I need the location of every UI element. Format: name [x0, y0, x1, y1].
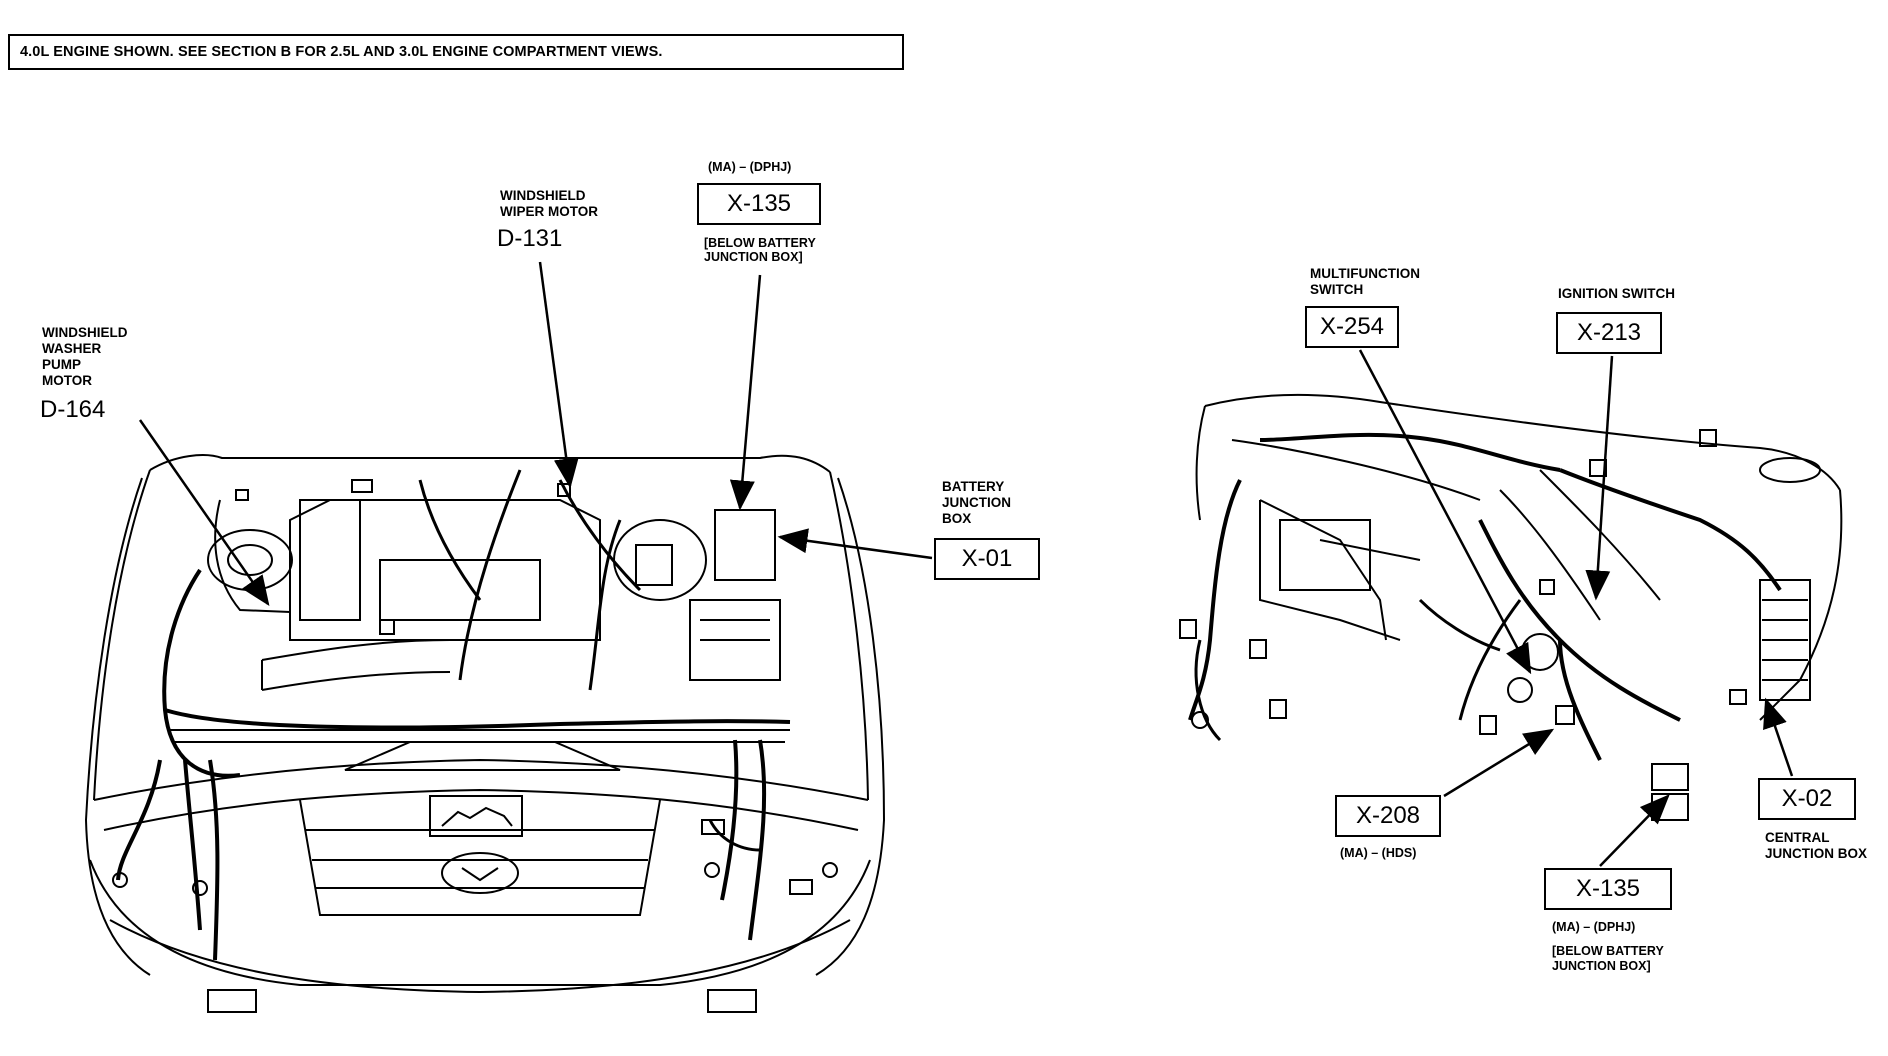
header-note: 4.0L ENGINE SHOWN. SEE SECTION B FOR 2.5…	[8, 34, 904, 70]
x135-left-spec: (MA) – (DPHJ)	[708, 160, 792, 174]
x135-left-note: [BELOW BATTERY JUNCTION BOX]	[704, 236, 816, 264]
x254-box: X-254	[1305, 306, 1399, 348]
multifunction-label: MULTIFUNCTION SWITCH	[1310, 266, 1420, 297]
x213-box: X-213	[1556, 312, 1662, 354]
washer-pump-label: WINDSHIELD WASHER PUMP MOTOR	[42, 325, 128, 388]
x135-left-box: X-135	[697, 183, 821, 225]
x208-box: X-208	[1335, 795, 1441, 837]
wiper-motor-label: WINDSHIELD WIPER MOTOR	[500, 188, 599, 219]
x208-spec: (MA) – (HDS)	[1340, 846, 1417, 860]
central-jb-label: CENTRAL JUNCTION BOX	[1765, 830, 1868, 861]
x02-box: X-02	[1758, 778, 1856, 820]
battery-jb-label: BATTERY JUNCTION BOX	[942, 479, 1012, 526]
wiper-motor-code: D-131	[497, 225, 563, 252]
engine-compartment-drawing	[84, 454, 886, 1013]
ignition-label: IGNITION SWITCH	[1558, 286, 1675, 301]
x135-right-spec: (MA) – (DPHJ)	[1552, 920, 1636, 934]
x01-box: X-01	[934, 538, 1040, 580]
x135-right-box: X-135	[1544, 868, 1672, 910]
x135-right-note: [BELOW BATTERY JUNCTION BOX]	[1552, 944, 1664, 973]
washer-pump-code: D-164	[40, 396, 106, 423]
